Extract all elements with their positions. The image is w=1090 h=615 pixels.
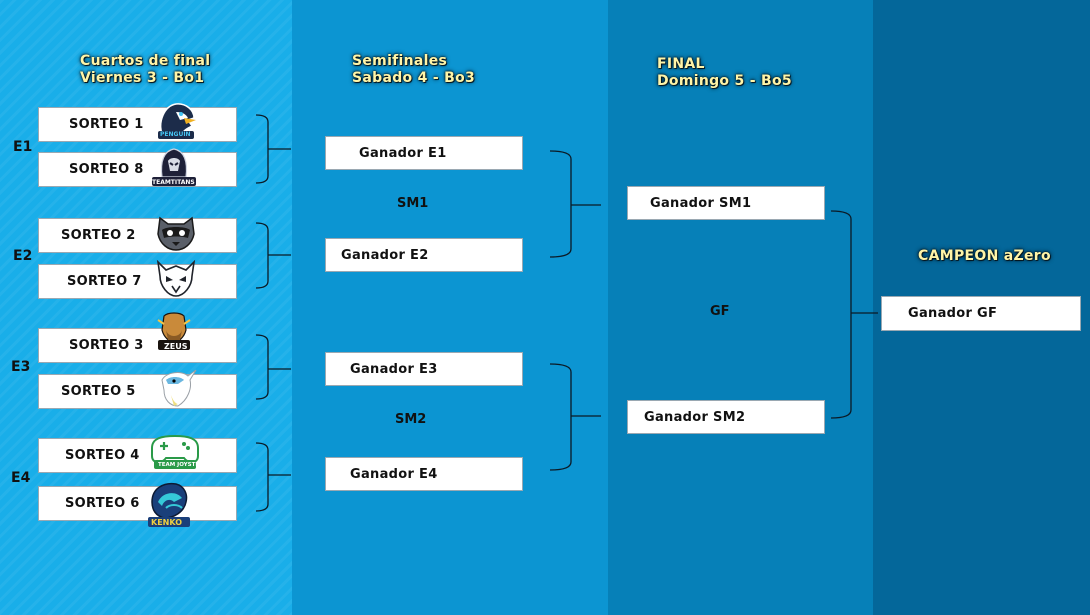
quarterfinal-slot-6[interactable]: SORTEO 5: [38, 374, 237, 409]
semifinal-slot-4[interactable]: Ganador E4: [325, 457, 523, 491]
semifinals-title: Semifinales: [352, 53, 448, 69]
semifinals-schedule: Sabado 4 - Bo3: [352, 70, 476, 86]
quarterfinal-slot-label: SORTEO 8: [69, 162, 144, 177]
raccoon-logo-icon: [152, 212, 200, 252]
quarterfinal-slot-label: SORTEO 2: [61, 228, 136, 243]
champion-slot[interactable]: Ganador GF: [881, 296, 1081, 331]
group-label-e4: E4: [11, 470, 31, 486]
zeus-logo-text: ZEUS: [164, 342, 188, 351]
quarterfinal-slot-8[interactable]: SORTEO 6: [38, 486, 237, 521]
dragon-mask-logo-icon: [152, 258, 200, 298]
semifinal-slot-label: Ganador E3: [350, 361, 438, 377]
semifinal-slot-label: Ganador E2: [341, 247, 429, 263]
grand-final-match: GF: [710, 304, 730, 319]
quarterfinal-slot-4[interactable]: SORTEO 7: [38, 264, 237, 299]
champion-heading: CAMPEON aZero: [918, 248, 1051, 264]
kenko-dragon-logo-icon: KENKO: [144, 480, 192, 527]
semifinal-slot-label: Ganador E4: [350, 466, 438, 482]
titan-reaper-logo-icon: TEAMTITANS: [150, 147, 198, 187]
semifinal-slot-2[interactable]: Ganador E2: [325, 238, 523, 272]
quarterfinal-slot-1[interactable]: SORTEO 1: [38, 107, 237, 142]
semifinal-match-sm1: SM1: [397, 196, 429, 211]
quarterfinal-slot-label: SORTEO 7: [67, 274, 142, 289]
joystick-logo-text: TEAM JOYSTICK: [158, 462, 206, 468]
final-slot-2[interactable]: Ganador SM2: [627, 400, 825, 434]
quarterfinals-title: Cuartos de final: [80, 53, 211, 69]
bracket-connector-sm2: [549, 363, 601, 471]
quarterfinal-slot-label: SORTEO 6: [65, 496, 140, 511]
quarterfinal-slot-3[interactable]: SORTEO 2: [38, 218, 237, 253]
quarterfinal-slot-label: SORTEO 3: [69, 338, 144, 353]
bird-logo-icon: [152, 366, 200, 407]
semifinal-slot-label: Ganador E1: [359, 145, 447, 161]
penguin-logo-text: PENGUIN: [160, 131, 191, 138]
quarterfinal-slot-2[interactable]: SORTEO 8: [38, 152, 237, 187]
quarterfinal-slot-label: SORTEO 5: [61, 384, 136, 399]
semifinals-panel: [292, 0, 608, 615]
zeus-logo-icon: ZEUS: [150, 310, 198, 351]
bracket-connector-gf: [830, 210, 878, 419]
quarterfinal-slot-5[interactable]: SORTEO 3: [38, 328, 237, 363]
final-slot-1[interactable]: Ganador SM1: [627, 186, 825, 220]
quarterfinals-schedule: Viernes 3 - Bo1: [80, 70, 205, 86]
semifinals-heading: Semifinales Sabado 4 - Bo3: [352, 53, 475, 87]
final-schedule: Domingo 5 - Bo5: [657, 73, 792, 89]
bracket-connector-e3: [255, 334, 291, 400]
semifinal-slot-1[interactable]: Ganador E1: [325, 136, 523, 170]
titan-logo-text: TEAMTITANS: [152, 179, 195, 186]
joystick-logo-icon: TEAM JOYSTICK: [148, 432, 206, 472]
quarterfinals-heading: Cuartos de final Viernes 3 - Bo1: [80, 53, 210, 87]
group-label-e2: E2: [13, 248, 33, 264]
final-heading: FINAL Domingo 5 - Bo5: [657, 56, 792, 90]
final-title: FINAL: [657, 56, 705, 72]
bracket-connector-sm1: [549, 150, 601, 258]
final-slot-label: Ganador SM1: [650, 195, 752, 211]
quarterfinal-slot-label: SORTEO 1: [69, 117, 144, 132]
quarterfinal-slot-label: SORTEO 4: [65, 448, 140, 463]
semifinal-match-sm2: SM2: [395, 412, 427, 427]
champion-slot-label: Ganador GF: [908, 306, 998, 321]
group-label-e1: E1: [13, 139, 33, 155]
bracket-connector-e4: [255, 442, 291, 512]
semifinal-slot-3[interactable]: Ganador E3: [325, 352, 523, 386]
bracket-connector-e1: [255, 114, 291, 184]
penguin-logo-icon: PENGUIN: [152, 100, 200, 140]
quarterfinal-slot-7[interactable]: SORTEO 4: [38, 438, 237, 473]
final-slot-label: Ganador SM2: [644, 409, 746, 425]
bracket-connector-e2: [255, 222, 291, 289]
kenko-logo-text: KENKO: [151, 518, 182, 527]
final-panel: [608, 0, 873, 615]
group-label-e3: E3: [11, 359, 31, 375]
